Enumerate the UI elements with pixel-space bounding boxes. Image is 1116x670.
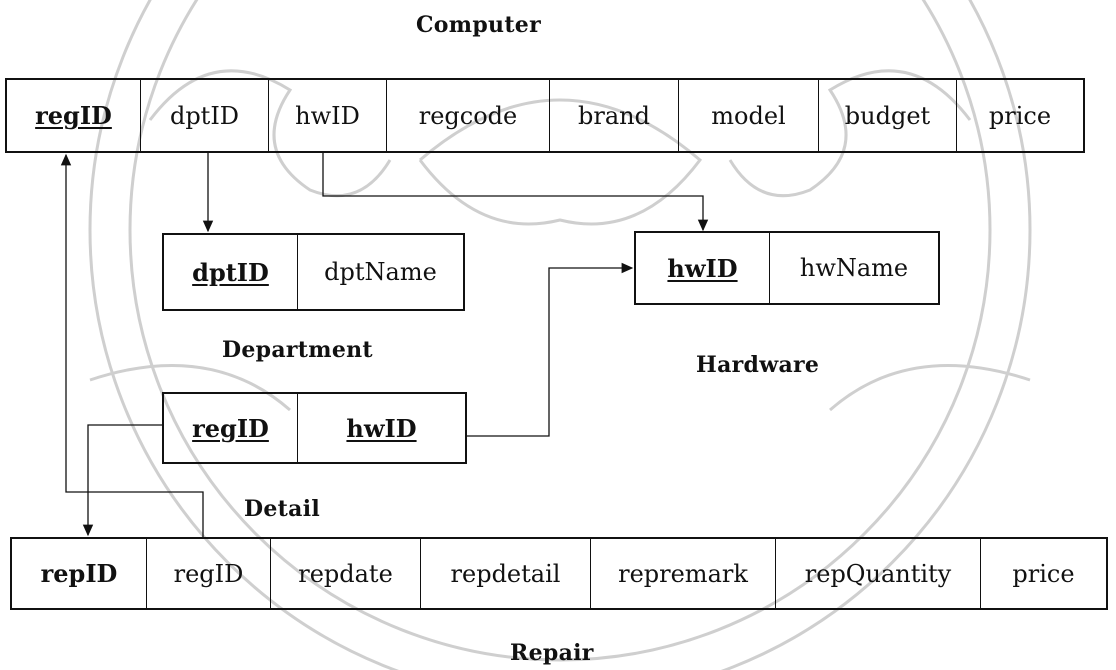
department-col-dptid: dptID [192,257,269,287]
computer-table-title: Computer [416,12,541,38]
repair-col-repid: repID [40,559,118,588]
repair-col-repquantity: repQuantity [775,539,980,608]
link-repair-regid-computer [60,153,204,537]
detail-col-regid: regID [192,413,269,443]
computer-table: regID dptID hwID regcode brand model bud… [5,78,1085,153]
detail-col-hwid: hwID [297,394,465,462]
hardware-col-hwname: hwName [769,233,938,303]
department-table: dptID dptName [162,233,465,311]
detail-table-title: Detail [244,496,321,522]
computer-col-hwid: hwID [268,80,386,151]
repair-col-repdate: repdate [270,539,420,608]
link-detail-hwid-hardware [467,262,634,437]
hardware-col-hwid: hwID [667,253,738,283]
repair-table-title: Repair [510,640,594,666]
computer-col-regcode: regcode [386,80,549,151]
detail-table: regID hwID [162,392,467,464]
computer-col-price: price [956,80,1083,151]
computer-col-budget: budget [818,80,956,151]
repair-col-repremark: repremark [590,539,775,608]
department-table-title: Department [222,337,373,363]
computer-col-brand: brand [549,80,678,151]
repair-col-regid: regID [146,539,270,608]
repair-table: repID regID repdate repdetail repremark … [10,537,1108,610]
link-detail-regid-repair [82,424,162,537]
computer-col-dptid: dptID [140,80,268,151]
computer-col-model: model [678,80,818,151]
department-col-dptname: dptName [297,235,463,309]
repair-col-price: price [980,539,1106,608]
hardware-table: hwID hwName [634,231,940,305]
link-computer-hwid-hardware [322,152,709,232]
hardware-table-title: Hardware [696,352,820,378]
computer-col-regid: regID [35,101,112,130]
repair-col-repdetail: repdetail [420,539,590,608]
